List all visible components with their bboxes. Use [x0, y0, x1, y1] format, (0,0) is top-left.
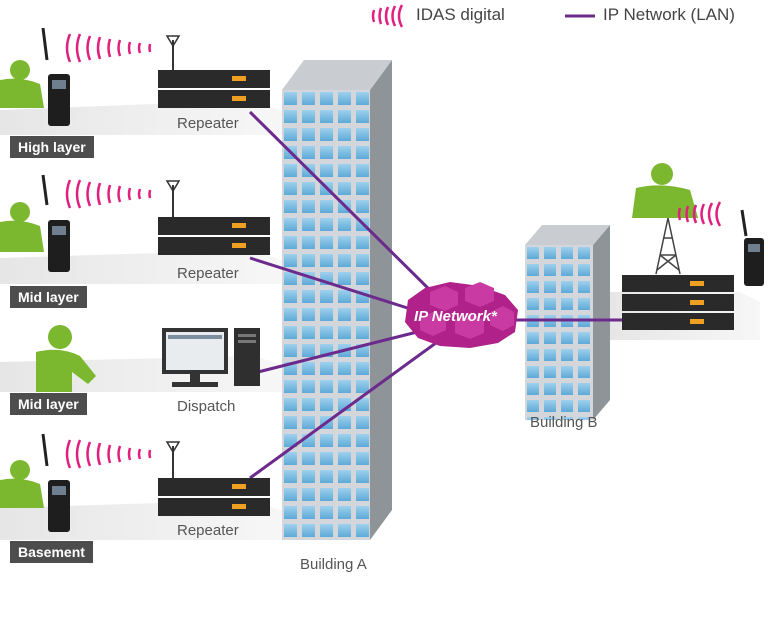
repeater-label: Repeater	[177, 265, 239, 282]
layer-tag: Basement	[10, 541, 93, 563]
building-a-label: Building A	[300, 556, 367, 573]
repeater-label: Repeater	[177, 522, 239, 539]
radio-icon	[41, 433, 70, 532]
antenna-tower-icon	[655, 208, 681, 275]
layer-tag: Mid layer	[10, 286, 87, 308]
radio-icon	[41, 27, 70, 126]
repeater-label: Repeater	[177, 115, 239, 132]
layer-tag: Mid layer	[10, 393, 87, 415]
person-icon	[36, 325, 96, 392]
idas-wave-icon	[65, 33, 152, 63]
repeater-basement	[158, 441, 270, 516]
layer-tag: High layer	[10, 136, 94, 158]
idas-wave-icon	[677, 201, 722, 227]
ip-network-links	[248, 110, 622, 480]
idas-wave-icon	[65, 439, 152, 469]
legend-ip-label: IP Network (LAN)	[603, 5, 735, 24]
dispatch-label: Dispatch	[177, 398, 236, 415]
person-icon	[0, 60, 44, 108]
legend-idas-label: IDAS digital	[416, 5, 505, 24]
radio-icon	[740, 209, 764, 286]
person-icon	[0, 202, 44, 252]
person-icon	[632, 163, 698, 218]
person-icon	[0, 460, 44, 508]
building-b-label: Building B	[530, 414, 598, 431]
repeater-building-b	[622, 275, 734, 330]
idas-wave-icon	[65, 179, 152, 209]
ip-network-label: IP Network*	[414, 308, 497, 325]
radio-icon	[41, 174, 70, 272]
ip-network-cloud	[405, 282, 518, 348]
legend-idas-icon	[371, 4, 404, 28]
dispatch-pc-icon	[162, 328, 260, 387]
building-a	[282, 60, 392, 540]
repeater-mid	[158, 180, 270, 255]
building-b	[525, 225, 610, 420]
repeater-high	[158, 35, 270, 108]
